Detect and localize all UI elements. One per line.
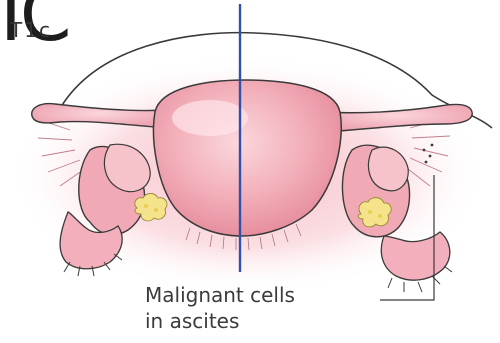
uterus-highlight [172,100,248,136]
tnm-label: T1c [10,18,52,42]
annotation-line-2: in ascites [145,308,295,334]
annotation-line-1: Malignant cells [145,282,295,308]
ascites-annotation: Malignant cells in ascites [145,282,295,334]
